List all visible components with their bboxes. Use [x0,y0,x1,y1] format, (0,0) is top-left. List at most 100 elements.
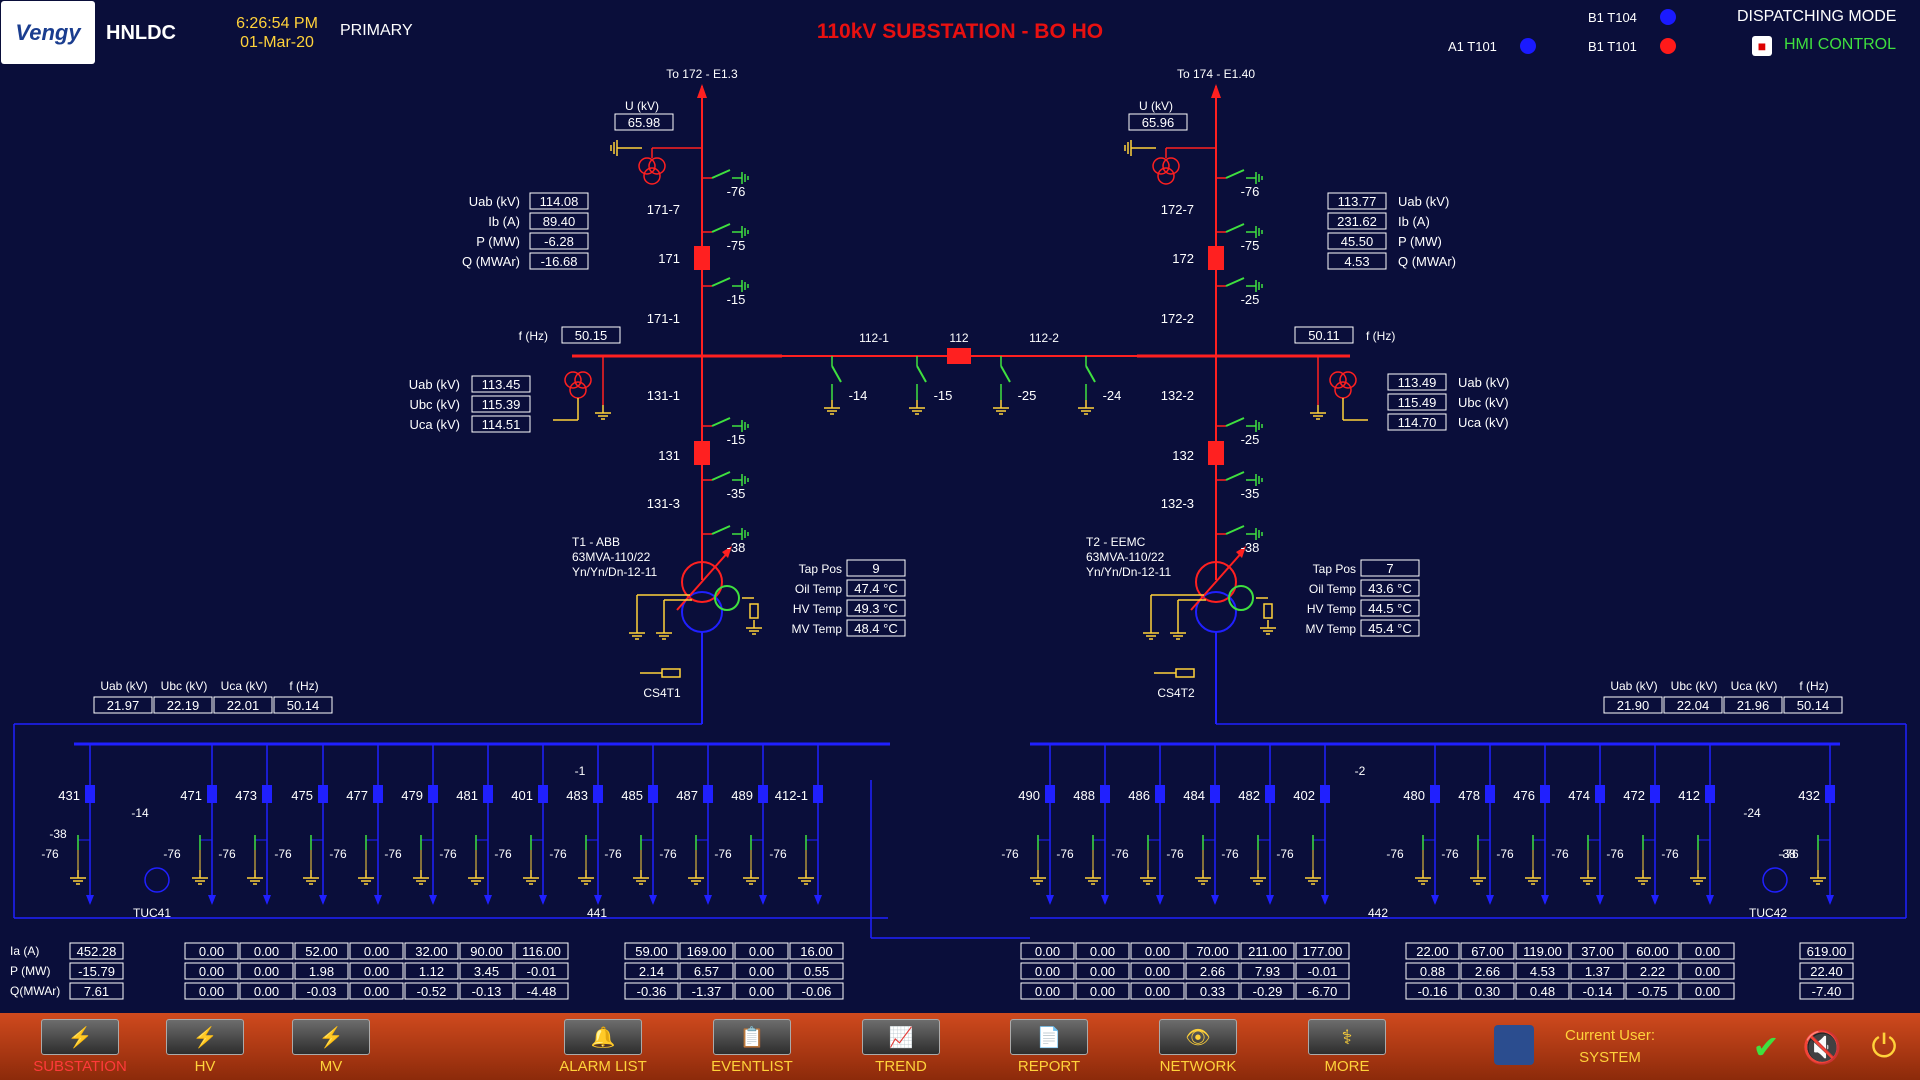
toolbar-button-report[interactable]: 📄REPORT [994,1013,1104,1075]
arrow-icon [539,895,547,905]
mv-feeder-label: 412 [1678,788,1700,803]
meas-cell: -0.06 [802,984,832,999]
meas-cell: 70.00 [1196,944,1229,959]
earthing-switch-label: -76 [1166,847,1184,861]
meas-value: 113.77 [1338,194,1377,209]
meas-cell: 52.00 [305,944,338,959]
mv-feeder-label: 431 [58,788,80,803]
toolbar-button-trend[interactable]: 📈TREND [846,1013,956,1075]
meas-cell: 0.00 [254,964,279,979]
hv-freq-value-box [1294,326,1354,344]
hv-freq-value: 50.15 [575,328,608,343]
mv-head-value-box [1723,696,1783,714]
meas-cell: 2.14 [639,964,664,979]
earthing-switch-icon [711,223,731,233]
acknowledge-check-icon[interactable]: ✔ [1752,1029,1780,1065]
toolbar-button-eventlist[interactable]: 📋EVENTLIST [697,1013,807,1075]
circuit-breaker-icon [1208,246,1224,270]
earthing-switch-label: -76 [1111,847,1129,861]
meas-cell-box [459,962,514,980]
meas-cell: 22.00 [1416,944,1449,959]
power-icon[interactable]: ⏻ [1871,1028,1897,1064]
meas-cell-box [789,982,844,1000]
hmi-control-status[interactable]: HMI CONTROL [1784,36,1896,53]
mv-head-value-box [93,696,153,714]
meas-cell: 67.00 [1471,944,1504,959]
arrow-icon [1321,895,1329,905]
mv-breaker-icon [758,785,768,803]
legend-a1-t101: A1 T101 [1448,39,1497,54]
toolbar-button-mv[interactable]: ⚡MV [276,1013,386,1075]
page-title: 110kV SUBSTATION - BO HO [816,20,1104,43]
meas-label: Uab (kV) [1398,194,1449,209]
lock-icon[interactable]: ■ [1752,36,1772,56]
mv-breaker-icon [1210,785,1220,803]
bus-voltage-label: Ubc (kV) [409,397,460,412]
mv-head-value-box [213,696,273,714]
toolbar-button-hv[interactable]: ⚡HV [150,1013,260,1075]
transformer-icon [681,561,723,603]
transformer-tertiary-icon [714,585,740,611]
meas-cell-box [1185,962,1240,980]
toolbar-button-alarm-list[interactable]: 🔔ALARM LIST [548,1013,658,1075]
earthing-switch-icon [1225,471,1245,481]
earthing-switch-label: -15 [727,292,746,307]
toolbar-button-more[interactable]: ⚕MORE [1292,1013,1402,1075]
earthing-switch-label: -76 [439,847,457,861]
earthing-switch-label: -76 [494,847,512,861]
meas-label: Ib (A) [488,214,520,229]
mv-feeder-label: 478 [1458,788,1480,803]
meas-cell-box [1570,942,1625,960]
meas-cell-box [1460,942,1515,960]
meas-cell: -6.70 [1308,984,1338,999]
mute-sound-icon[interactable]: 🔇 [1802,1029,1842,1065]
meas-cell: 0.00 [749,964,774,979]
meas-cell: 119.00 [1523,944,1562,959]
mv-feeder-label: 474 [1568,788,1590,803]
transformer-param-label: Oil Temp [795,582,842,596]
meas-cell: -0.13 [472,984,502,999]
mv-head-label: Uca (kV) [1731,679,1778,693]
meas-cell: 0.00 [199,944,224,959]
toolbar-button-network[interactable]: 👁NETWORK [1143,1013,1253,1075]
bus-voltage-value: 114.70 [1398,415,1437,430]
legend-dot-blue [1520,38,1536,54]
earthing-switch-icon [711,525,731,535]
meas-cell-box [1625,942,1680,960]
meas-value-box [1327,232,1387,250]
meas-cell-box [1075,942,1130,960]
meas-cell: -0.36 [637,984,667,999]
mv-feeder-label: 471 [180,788,202,803]
earthing-switch-label: -24 [1743,806,1761,820]
meas-cell: 2.66 [1475,964,1500,979]
voltage-transformer-icon [574,371,592,389]
cs-label: CS4T2 [1157,686,1195,700]
earthing-switch-label: -24 [1103,388,1122,403]
earthing-switch-label: -76 [727,184,746,199]
meas-cell: 0.00 [199,984,224,999]
hv-freq-value: 50.11 [1308,328,1340,343]
mv-breaker-icon [1825,785,1835,803]
transformer-param-value: 49.3 °C [854,601,898,616]
bus-voltage-value: 113.45 [482,377,521,392]
meas-cell: 0.33 [1200,984,1225,999]
meas-cell: 1.98 [309,964,334,979]
meas-cell-box [184,982,239,1000]
transformer-param-label: Tap Pos [799,562,842,576]
clock-time: 6:26:54 PM [236,15,318,32]
meas-cell: -7.40 [1812,984,1842,999]
bus-voltage-value-box [1387,373,1447,391]
meas-cell: 6.57 [694,964,719,979]
meas-cell: 7.61 [84,984,109,999]
mv-head-value-box [1783,696,1843,714]
toolbar-button-substation[interactable]: ⚡SUBSTATION [25,1013,135,1075]
meas-cell: -15.79 [78,964,115,979]
arrow-icon [594,895,602,905]
legend-dot-red [1660,38,1676,54]
meas-cell: 3.45 [474,964,499,979]
transformer-param-value-box [846,579,906,597]
meas-cell-box [1020,982,1075,1000]
line-voltage-value-box [1128,113,1188,131]
meas-cell: 1.37 [1585,964,1610,979]
mv-feeder-label: 412-1 [775,788,808,803]
